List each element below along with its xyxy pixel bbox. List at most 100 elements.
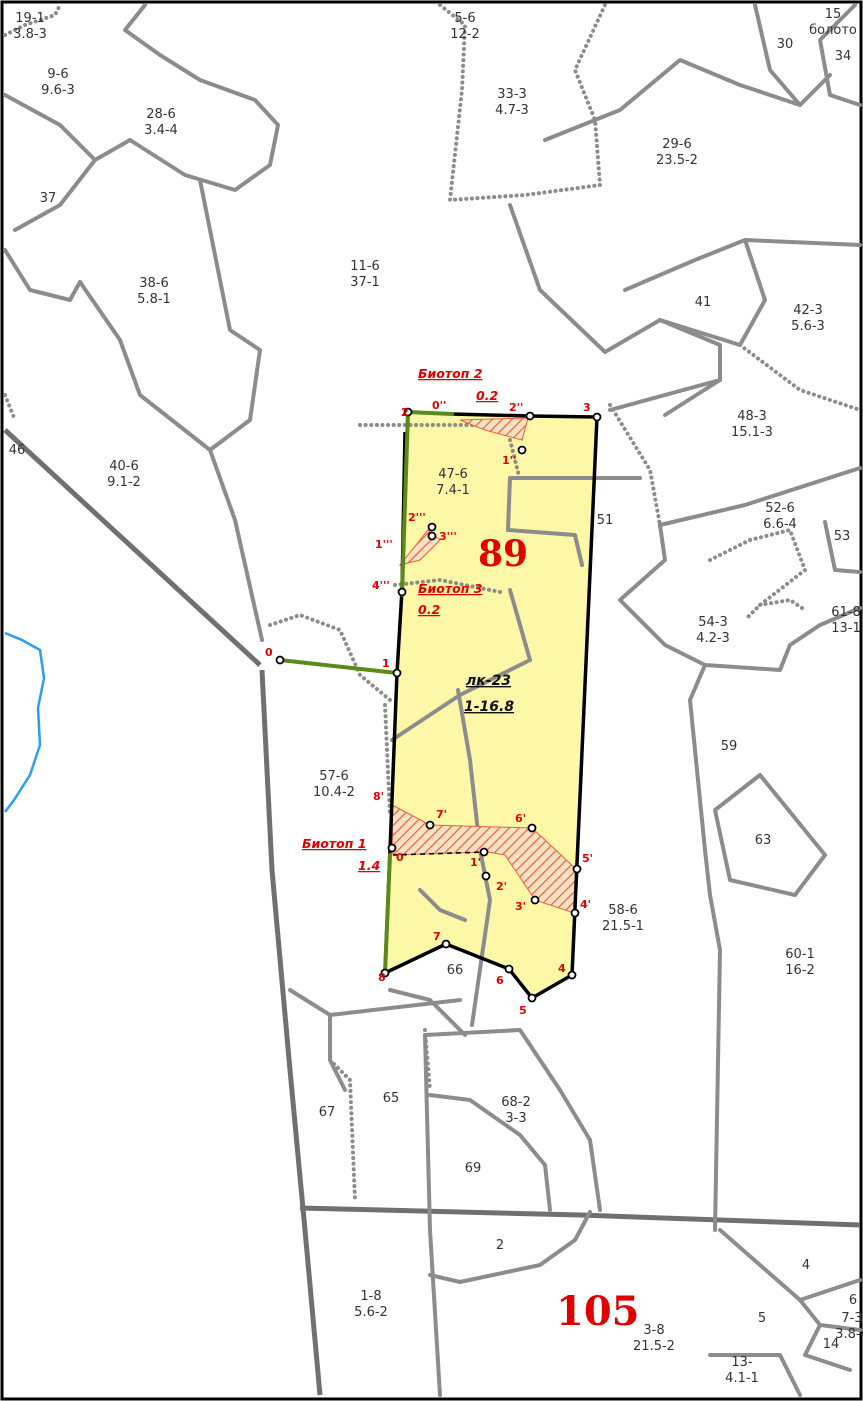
plot-number-p34: 34: [835, 49, 852, 64]
pt-label-3: 3: [583, 401, 591, 414]
pt-label-1p: 1': [470, 856, 481, 869]
plot-number-p9_6: 9-6: [47, 67, 68, 82]
plot-number-p60_1: 60-1: [785, 947, 815, 962]
biotope-3-name: Биотоп 3: [418, 581, 482, 596]
plot-sub-p19_1: 3.8-3: [13, 27, 47, 42]
plot-sub-p68_2: 3-3: [505, 1111, 526, 1126]
plot-sub-p57_6: 10.4-2: [313, 785, 355, 800]
plot-sub-p9_6: 9.6-3: [41, 83, 75, 98]
plot-sub-p61_8: 13-1: [831, 621, 861, 636]
pt-label-0: 0: [265, 646, 273, 659]
plot-number-p51: 51: [597, 513, 614, 528]
pt-label-1ppp: 1''': [375, 538, 393, 551]
biotope-2-area-value: 0.2: [476, 388, 498, 403]
plot-number-p30: 30: [777, 37, 794, 52]
plot-number-p2: 2: [496, 1238, 504, 1253]
biotope-1-chord: [392, 851, 487, 856]
plot-number-p61_8: 61-8: [831, 605, 861, 620]
plot-sub-p60_1: 16-2: [785, 963, 815, 978]
plot-number-p15: 15: [825, 7, 842, 22]
pt-label-3ppp: 3''': [439, 530, 457, 543]
plot-sub-p15: болото: [809, 23, 857, 38]
plot-number-p47_6: 47-6: [438, 467, 468, 482]
plot-sub-p1_8: 5.6-2: [354, 1305, 388, 1320]
plot-number-p59: 59: [721, 739, 738, 754]
plot-number-p57_6: 57-6: [319, 769, 349, 784]
plot-labels: 19-13.8-35-612-215болото30349-69.6-328-6…: [9, 7, 863, 1386]
pt-label-0pp: 0'': [432, 399, 446, 412]
plot-number-p13: 13-: [731, 1355, 753, 1370]
plot-sub-p48_3: 15.1-3: [731, 425, 773, 440]
plot-number-p19_1: 19-1: [15, 11, 45, 26]
plot-number-p4: 4: [802, 1258, 810, 1273]
plot-number-p54_3: 54-3: [698, 615, 728, 630]
plot-sub-p28_6: 3.4-4: [144, 123, 178, 138]
plot-sub-p52_6: 6.6-4: [763, 517, 797, 532]
river-line: [4, 631, 46, 813]
plot-number-p6: 6: [849, 1293, 857, 1308]
plot-number-p48_3: 48-3: [737, 409, 767, 424]
plot-number-p1_8: 1-8: [360, 1289, 381, 1304]
plot-number-p7_3: 7-3: [841, 1311, 862, 1326]
vertex-points: [275, 407, 602, 1003]
plot-number-p33_3: 33-3: [497, 87, 527, 102]
biotope-labels: Биотоп 2 0.2 Биотоп 3 0.2 Биотоп 1 1.4: [302, 366, 498, 873]
plot-sub-p54_3: 4.2-3: [696, 631, 730, 646]
biotope-2-area: [459, 417, 529, 441]
pt-label-6p: 6': [515, 812, 526, 825]
plot-number-p29_6: 29-6: [662, 137, 692, 152]
plot-sub-p40_6: 9.1-2: [107, 475, 141, 490]
plot-sub-p13: 4.1-1: [725, 1371, 759, 1386]
plot-number-p5_6: 5-6: [454, 11, 475, 26]
green-lines: [278, 410, 454, 975]
pt-label-1: 1: [382, 657, 390, 670]
biotope-3-area-value: 0.2: [418, 602, 440, 617]
cut-area-boundary: [384, 412, 599, 1000]
pt-label-2ppp: 2''': [408, 511, 426, 524]
plot-number-p69: 69: [465, 1161, 482, 1176]
plot-number-p67: 67: [319, 1105, 336, 1120]
plot-sub-p11_6: 37-1: [350, 275, 380, 290]
plot-number-p11_6: 11-6: [350, 259, 380, 274]
pt-label-2pp: 2'': [509, 401, 523, 414]
pt-label-8: 8: [378, 971, 386, 984]
pt-label-4ppp: 4''': [372, 579, 390, 592]
plot-number-p58_6: 58-6: [608, 903, 638, 918]
quarter-number-main: 89: [478, 533, 528, 575]
biotope-2-name: Биотоп 2: [418, 366, 482, 381]
cut-area-value: 1-16.8: [464, 699, 514, 715]
plot-sub-p5_6: 12-2: [450, 27, 480, 42]
plot-number-p40_6: 40-6: [109, 459, 139, 474]
pt-label-7p: 7': [436, 808, 447, 821]
plot-number-p28_6: 28-6: [146, 107, 176, 122]
pt-label-8p: 8': [373, 790, 384, 803]
plot-number-p37: 37: [40, 191, 57, 206]
plot-sub-p42_3: 5.6-3: [791, 319, 825, 334]
pt-label-7: 7: [433, 930, 441, 943]
plot-number-p5: 5: [758, 1311, 766, 1326]
cut-area-name: лк-23: [466, 673, 511, 689]
plot-number-p53: 53: [834, 529, 851, 544]
pt-label-2: 2: [401, 406, 409, 419]
plot-number-p38_6: 38-6: [139, 276, 169, 291]
pt-label-5p: 5': [582, 852, 593, 865]
plot-boundaries: [3, 3, 862, 1397]
vertex-labels: 0 1 2 3 4 5 6 7 8 0' 1' 2' 3' 4' 5' 6' 7…: [265, 399, 593, 1017]
main-roads: [3, 428, 861, 1396]
plot-number-p68_2: 68-2: [501, 1095, 531, 1110]
plot-number-p41: 41: [695, 295, 712, 310]
plot-sub-p47_6: 7.4-1: [436, 483, 470, 498]
plot-number-p66: 66: [447, 963, 464, 978]
plot-number-p52_6: 52-6: [765, 501, 795, 516]
pt-label-4p: 4': [580, 898, 591, 911]
biotope-1-area-value: 1.4: [358, 858, 380, 873]
plot-sub-p58_6: 21.5-1: [602, 919, 644, 934]
plot-sub-p3_8: 21.5-2: [633, 1339, 675, 1354]
quarter-number-south: 105: [556, 1288, 640, 1335]
pt-label-2p: 2': [496, 880, 507, 893]
plot-number-p3_8: 3-8: [643, 1323, 664, 1338]
plot-number-p42_3: 42-3: [793, 303, 823, 318]
pt-label-3p: 3': [515, 900, 526, 913]
